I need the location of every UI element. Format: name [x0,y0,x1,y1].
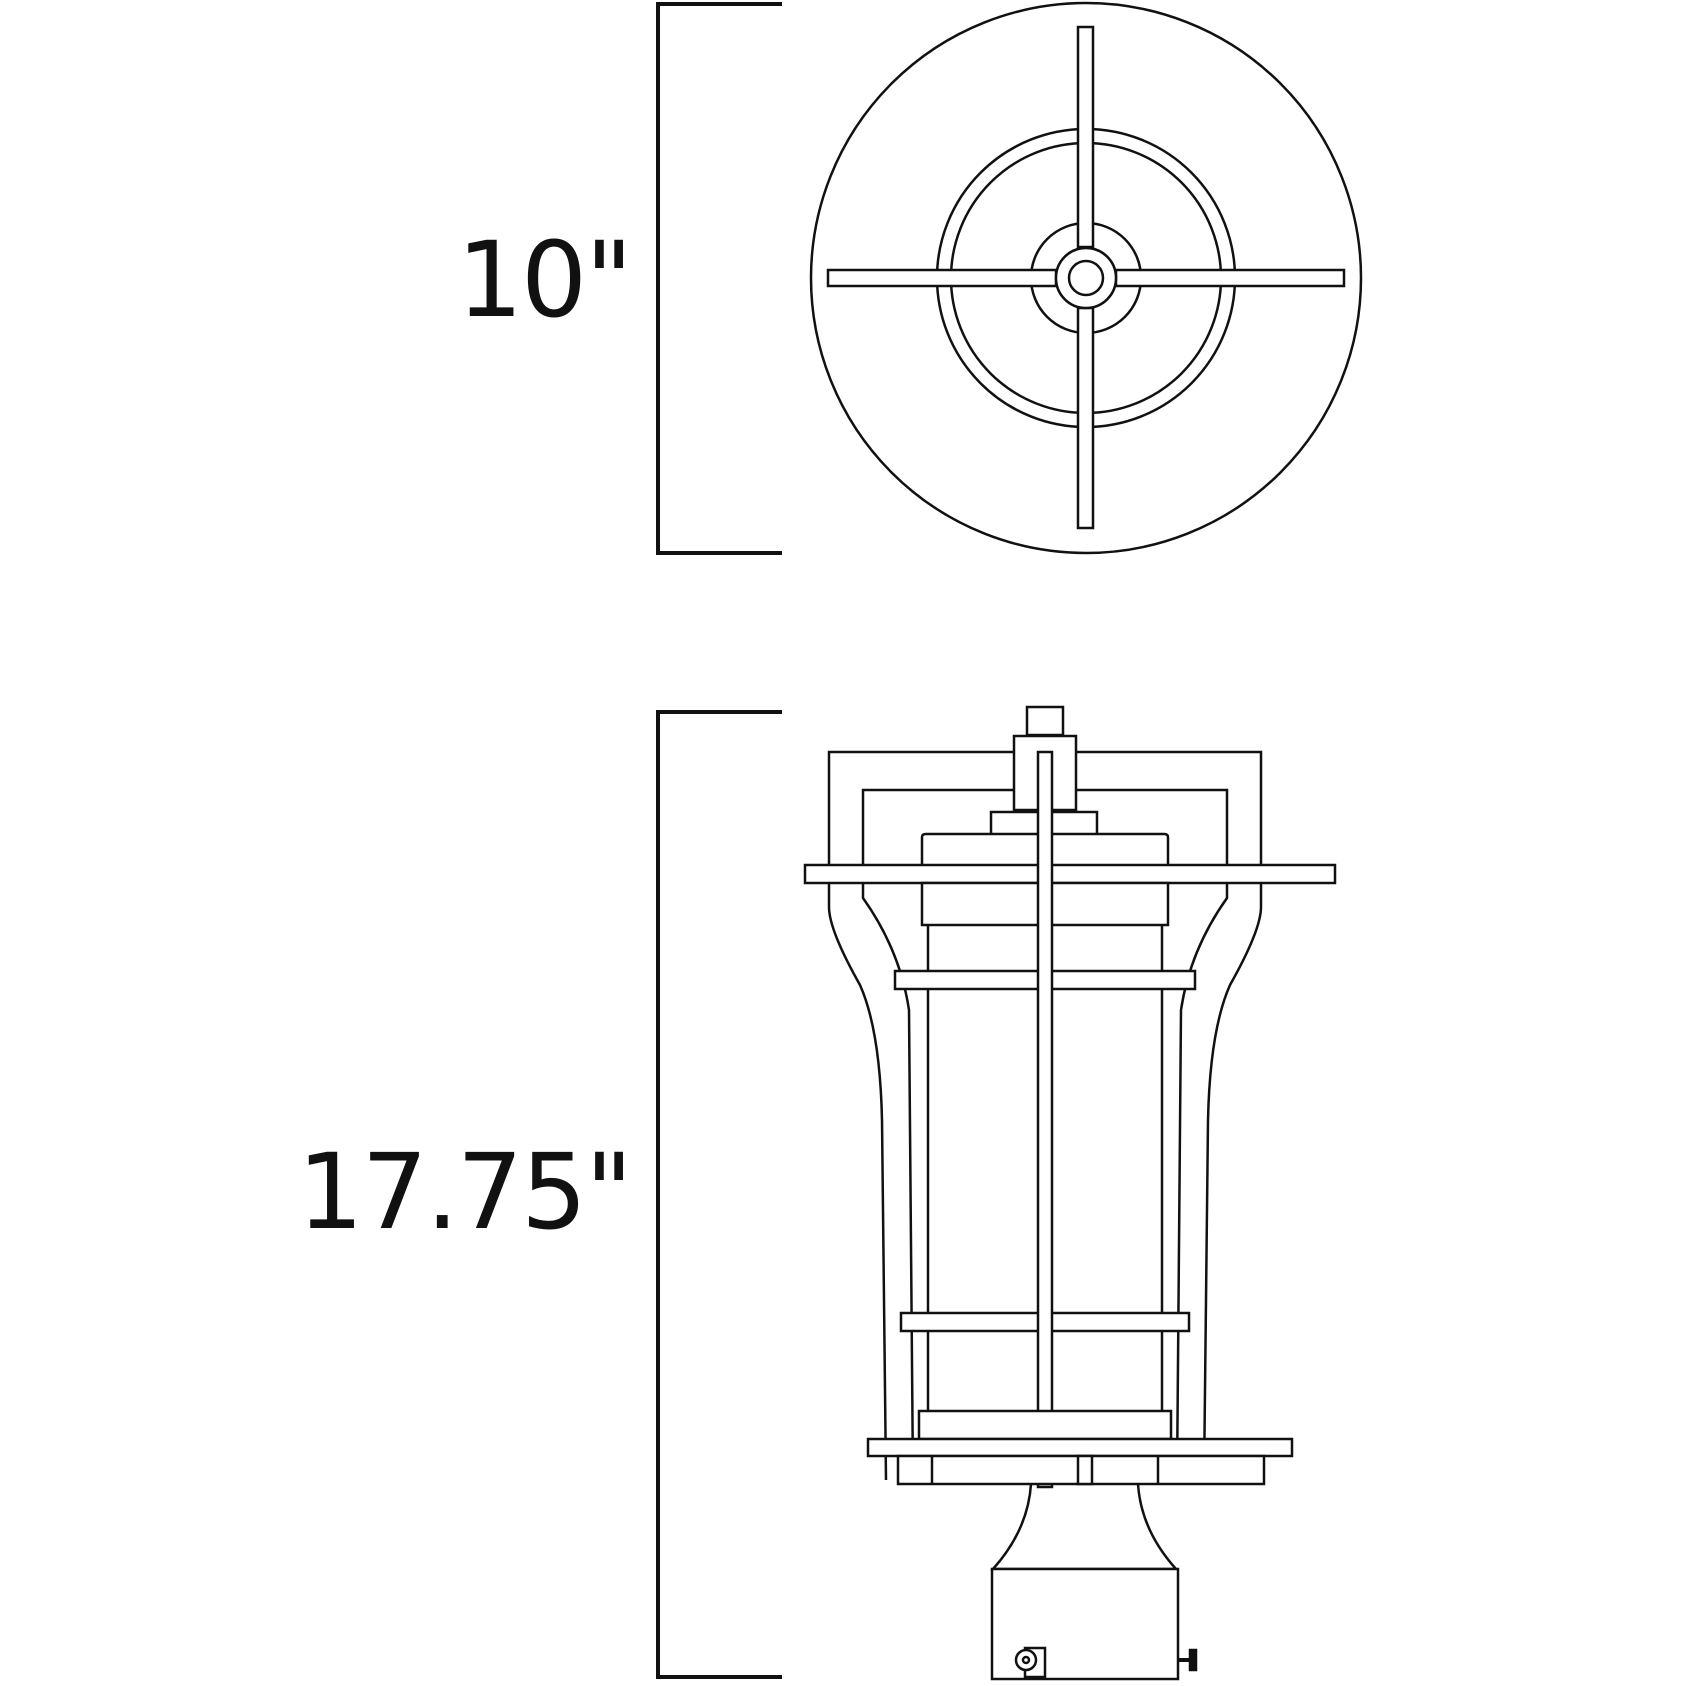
side-dimension-bracket [656,710,782,1679]
inner-frame-right [1076,788,1229,1481]
inner-frame-left [861,788,1014,1481]
top-dimension-label: 10" [456,219,633,341]
post-fitter-base [990,1567,1180,1681]
bottom-ring-plate [866,1437,1294,1458]
set-screw-knob [1188,1648,1198,1672]
post-fitter-neck [990,1483,1179,1571]
finial-cap [1025,705,1065,737]
top-view-bar-west [826,268,1058,288]
top-view-bar-north [1076,25,1095,249]
center-vertical-bar [1036,750,1054,1489]
outer-frame-right [1076,750,1263,1481]
side-view [803,705,1337,1681]
side-dimension-label: 17.75" [297,1131,633,1253]
top-view [809,1,1363,555]
outer-frame-left [827,750,1014,1481]
top-view-bar-east [1114,268,1346,288]
top-view-outer-circle [809,1,1363,555]
top-dimension-bracket [656,2,782,555]
bottom-collar [917,1409,1173,1441]
top-ring-plate [803,863,1337,885]
set-screw-head [1014,1648,1038,1672]
top-view-bar-south [1076,306,1095,530]
